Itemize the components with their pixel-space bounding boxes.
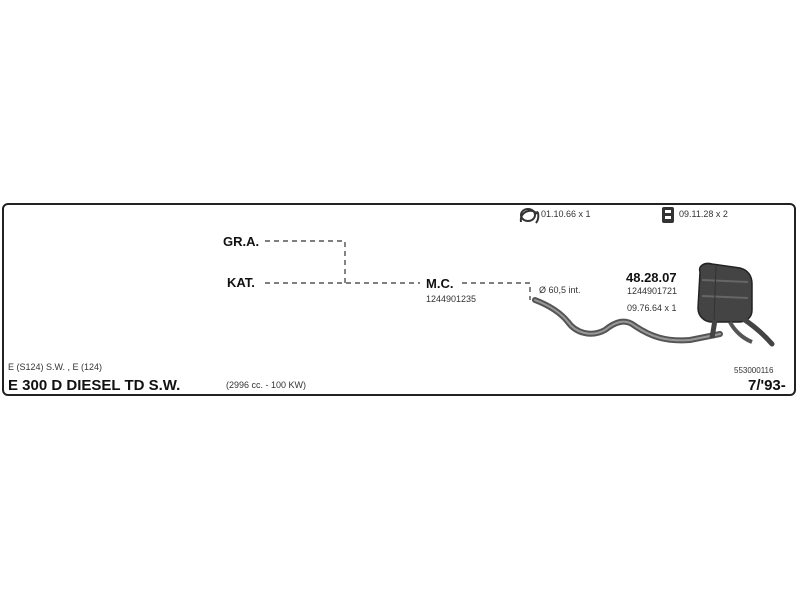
vehicle-models: E (S124) S.W. , E (124) (8, 362, 103, 372)
muffler-part-number: 48.28.07 (626, 270, 677, 285)
connector-lines (265, 240, 531, 300)
hanger-icon (662, 207, 674, 223)
gra-label: GR.A. (223, 234, 260, 249)
muffler-fitting: 09.76.64 x 1 (627, 303, 677, 313)
catalog-code: 553000116 (734, 366, 774, 375)
mc-label: M.C. (426, 276, 454, 291)
muffler-oem-number: 1244901721 (627, 286, 678, 296)
rear-muffler (697, 262, 775, 347)
exhaust-pipe (532, 297, 723, 344)
clamp-icon (519, 208, 540, 224)
vehicle-name: E 300 D DIESEL TD S.W. (8, 377, 181, 394)
gra-connector (265, 240, 346, 283)
diagram-frame (2, 203, 796, 396)
engine-spec: (2996 cc. - 100 KW) (226, 380, 307, 390)
mc-connector (462, 282, 531, 300)
clamp-part-label: 01.10.66 x 1 (541, 209, 591, 219)
kat-label: KAT. (227, 275, 255, 290)
pipe-diameter: Ø 60,5 int. (539, 285, 581, 295)
mc-oem-number: 1244901235 (426, 294, 477, 304)
production-date: 7/'93- (748, 377, 786, 394)
hanger-part-label: 09.11.28 x 2 (679, 209, 728, 219)
